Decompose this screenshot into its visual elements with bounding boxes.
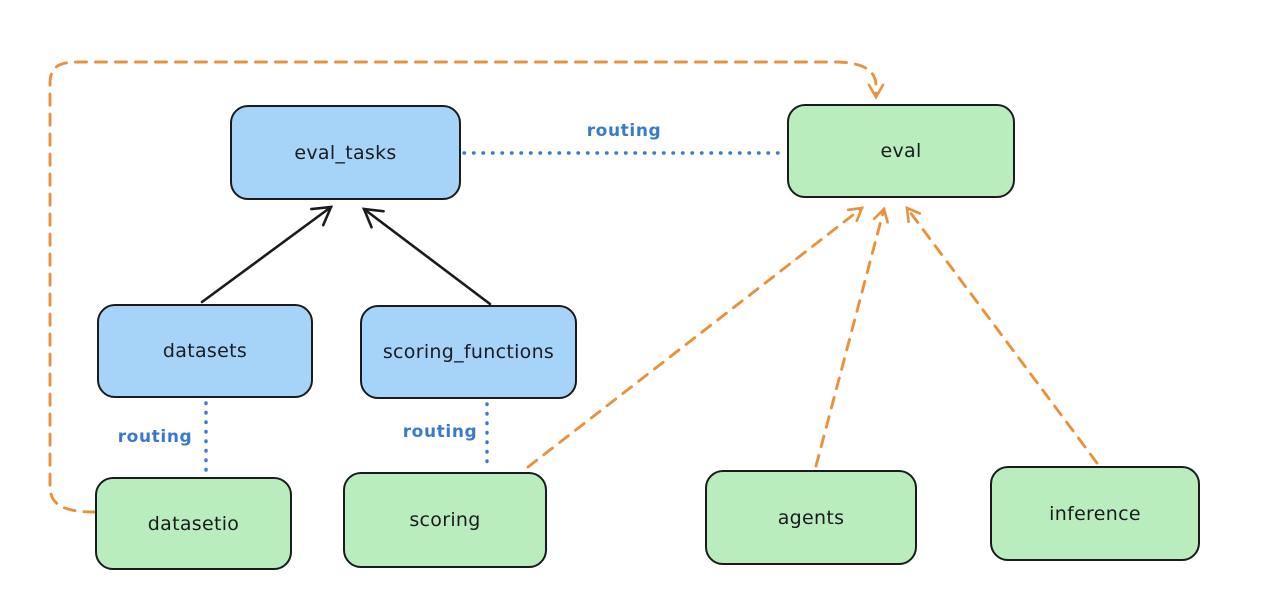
node-label: agents (777, 506, 845, 529)
node-agents: agents (705, 470, 917, 565)
edge-scoring-functions-to-eval-tasks (361, 207, 492, 306)
edge-label-routing-datasets-datasetio: routing (117, 427, 193, 447)
node-label: datasetio (147, 512, 240, 535)
node-datasets: datasets (97, 304, 313, 398)
node-eval-tasks: eval_tasks (230, 105, 461, 200)
node-label: datasets (162, 340, 248, 362)
edge-inference-to-eval (905, 205, 1099, 465)
edge-datasets-to-eval-tasks (200, 205, 334, 304)
edge-agents-to-eval (814, 206, 889, 468)
node-label: scoring_functions (382, 341, 555, 363)
node-label: inference (1049, 502, 1141, 525)
node-eval: eval (787, 104, 1015, 198)
node-inference: inference (990, 466, 1200, 561)
node-scoring-functions: scoring_functions (360, 305, 577, 399)
node-label: eval (880, 140, 922, 162)
edge-datasetio-to-eval (48, 60, 885, 514)
edge-label-routing-eval-tasks-eval: routing (586, 121, 662, 141)
node-datasetio: datasetio (95, 477, 292, 570)
node-label: eval_tasks (294, 141, 397, 164)
edge-scoring-to-eval (526, 206, 865, 469)
node-label: scoring (409, 509, 481, 531)
edge-label-routing-scoring-functions-scoring: routing (402, 422, 478, 442)
node-scoring: scoring (343, 472, 547, 568)
